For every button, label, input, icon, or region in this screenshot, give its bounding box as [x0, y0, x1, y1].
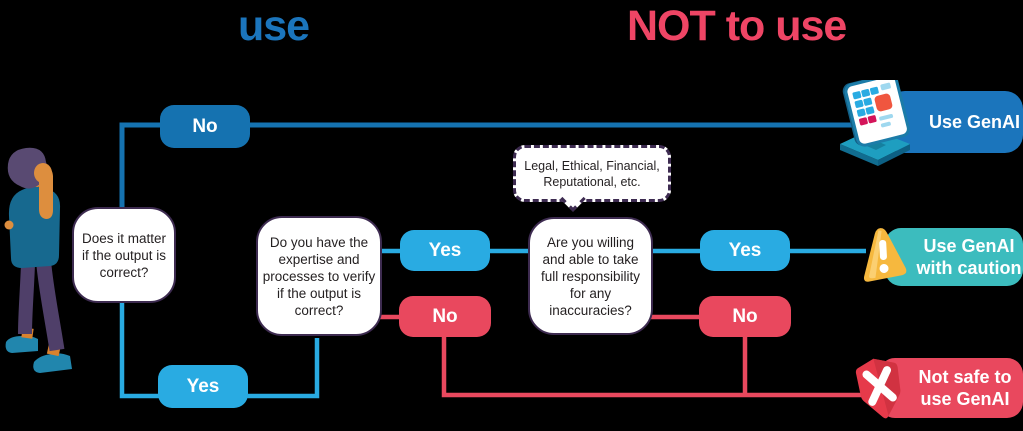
answer-no-responsibility: No: [699, 296, 791, 337]
title-not-to-use: NOT to use: [627, 2, 847, 50]
title-use: use: [238, 2, 310, 50]
warning-triangle-icon: [863, 228, 907, 282]
answer-yes-responsibility: Yes: [700, 230, 790, 271]
thinking-person-illustration: [4, 147, 72, 373]
answer-no-expertise: No: [399, 296, 491, 337]
answer-yes-expertise: Yes: [400, 230, 490, 271]
laptop-icon: [840, 80, 910, 166]
outcome-use-genai-label: Use GenAI: [929, 111, 1021, 132]
outcome-not-safe-label: Not safe to use GenAI: [918, 366, 1012, 410]
note-bubble: Legal, Ethical, Financial, Reputational,…: [513, 145, 671, 212]
outcome-use-genai: Use GenAI: [887, 91, 1023, 153]
outcome-not-safe: Not safe to use GenAI: [879, 358, 1023, 418]
question-output-matters: Does it matter if the output is correct?: [72, 207, 176, 303]
outcome-use-with-caution: Use GenAI with caution: [885, 228, 1023, 286]
x-badge-icon: [855, 358, 901, 419]
note-bubble-text: Legal, Ethical, Financial, Reputational,…: [524, 158, 660, 189]
question-expertise: Do you have the expertise and processes …: [256, 216, 382, 336]
outcome-use-with-caution-label: Use GenAI with caution: [916, 235, 1022, 279]
question-responsibility: Are you willing and able to take full re…: [528, 217, 653, 335]
answer-yes-output-matters: Yes: [158, 365, 248, 408]
answer-no-output-matters: No: [160, 105, 250, 148]
